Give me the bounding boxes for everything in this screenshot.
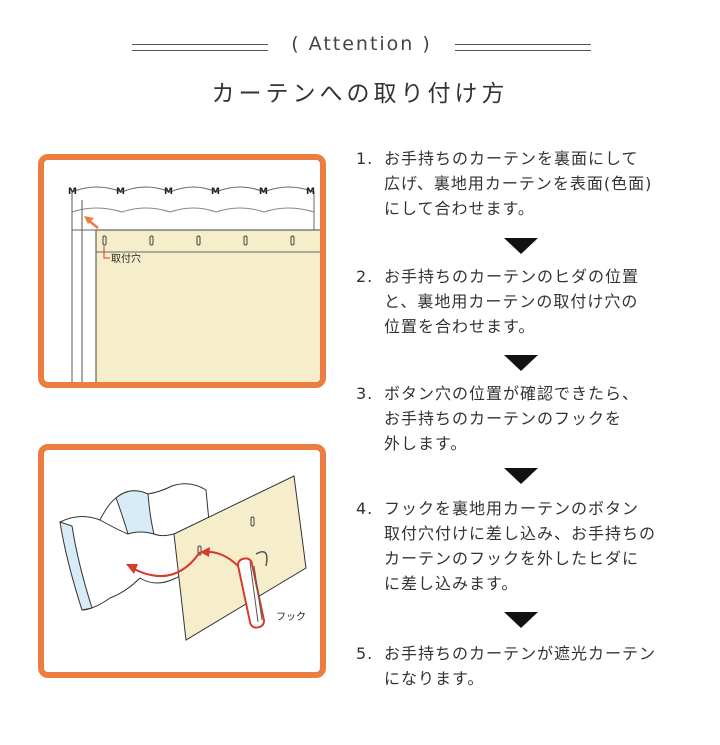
curtain-fold-line — [71, 207, 315, 213]
step-number: 4. — [356, 499, 374, 518]
hole-label-leader — [103, 246, 110, 259]
header-rule-left — [132, 44, 268, 51]
page-title: カーテンへの取り付け方 — [211, 81, 509, 107]
step-number: 3. — [356, 384, 374, 403]
step-text: お手持ちのカーテンのフックを — [384, 409, 623, 428]
insert-arrow-head — [126, 564, 138, 574]
step-number: 5. — [356, 644, 374, 663]
next-step-arrow — [504, 468, 538, 484]
hook-arrow-head — [200, 547, 210, 557]
hook-mark: M — [211, 187, 220, 197]
header-rule-right — [455, 44, 591, 51]
step-text: になります。 — [384, 669, 485, 688]
curtain-inner-left — [59, 521, 93, 611]
step-text: フックを裏地用カーテンのボタン — [384, 499, 640, 518]
figure-hook-insertion: フック — [38, 444, 326, 678]
step-number: 2. — [356, 267, 374, 286]
hook-tip — [255, 551, 268, 567]
step-text: お手持ちのカーテンを裏面にして — [384, 149, 639, 168]
hook-mark: M — [164, 187, 173, 197]
step-text: 取付穴付けに差し込み、お手持ちの — [384, 524, 657, 543]
button-hole — [243, 235, 248, 246]
figure-lining-alignment-drawing: M M M M M M 取付穴 — [68, 186, 320, 382]
attention-header: ( Attention ) — [0, 30, 720, 60]
step-text: にして合わせます。 — [384, 199, 535, 218]
button-hole — [149, 235, 154, 246]
step-text: 外します。 — [384, 434, 468, 453]
lining-panel — [173, 475, 307, 641]
hole-label: 取付穴 — [111, 252, 141, 265]
hook-illustration — [236, 551, 268, 629]
step-text: 広げ、裏地用カーテンを表面(色面) — [384, 174, 653, 193]
figure-lining-alignment: M M M M M M 取付穴 — [38, 154, 326, 388]
next-step-arrow — [504, 612, 538, 628]
button-hole — [102, 235, 107, 246]
hook-mark: M — [259, 187, 268, 197]
placement-arrow-head — [84, 216, 94, 224]
attention-label: ( Attention ) — [291, 33, 432, 55]
figure-hook-insertion-drawing: フック — [59, 475, 307, 641]
button-hole — [196, 235, 201, 246]
button-hole — [197, 545, 202, 556]
step-text: 位置を合わせます。 — [384, 317, 536, 336]
button-hole — [250, 516, 255, 527]
step-text: お手持ちのカーテンが遮光カーテン — [384, 644, 657, 663]
step-text: お手持ちのカーテンのヒダの位置 — [384, 267, 640, 286]
hook-body — [249, 561, 263, 623]
step-text: に差し込みます。 — [384, 574, 519, 593]
hook-mark: M — [116, 187, 125, 197]
next-step-arrow — [504, 355, 538, 371]
hook-mark: M — [306, 187, 315, 197]
next-step-arrow — [504, 238, 538, 254]
button-hole — [290, 235, 295, 246]
lining-panel — [95, 229, 320, 382]
step-text: ボタン穴の位置が確認できたら、 — [384, 384, 640, 403]
step-text: カーテンのフックを外したヒダに — [384, 549, 640, 568]
curtain-pleats — [59, 483, 215, 611]
button-holes — [102, 235, 295, 246]
step-text: と、裏地用カーテンの取付け穴の — [384, 292, 639, 311]
hook-label: フック — [276, 611, 306, 623]
step-number: 1. — [356, 149, 374, 168]
insert-arrow — [131, 551, 201, 577]
